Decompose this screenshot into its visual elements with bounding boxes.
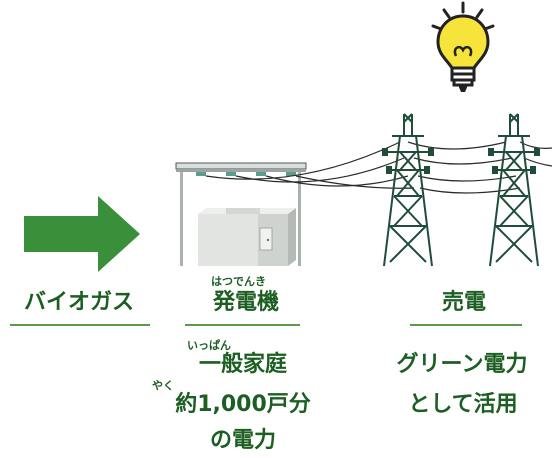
generator-ruby: はつでんき (211, 275, 266, 288)
ippan-ruby: いっぱん (187, 339, 231, 352)
generator-underline (185, 324, 300, 326)
sell-label: 売電 (441, 290, 486, 315)
generator-icon (175, 162, 307, 266)
yaku-ruby: やく (152, 379, 174, 392)
sell-underline (410, 324, 522, 326)
generator-label: 発電機 (212, 290, 279, 315)
biogas-underline (10, 324, 150, 326)
green-power-line1: グリーン電力 (396, 352, 528, 377)
household-line3: の電力 (209, 428, 276, 453)
light-bulb-icon (431, 1, 495, 92)
green-power-line2: として活用 (408, 392, 518, 417)
power-tower-icon (489, 113, 539, 267)
power-tower-icon (383, 113, 433, 267)
household-line2: 約1,000戸分 (175, 392, 311, 417)
household-line1: 一般家庭 (198, 352, 287, 377)
right-arrow-icon (24, 196, 140, 272)
biogas-label: バイオガス (23, 290, 134, 315)
